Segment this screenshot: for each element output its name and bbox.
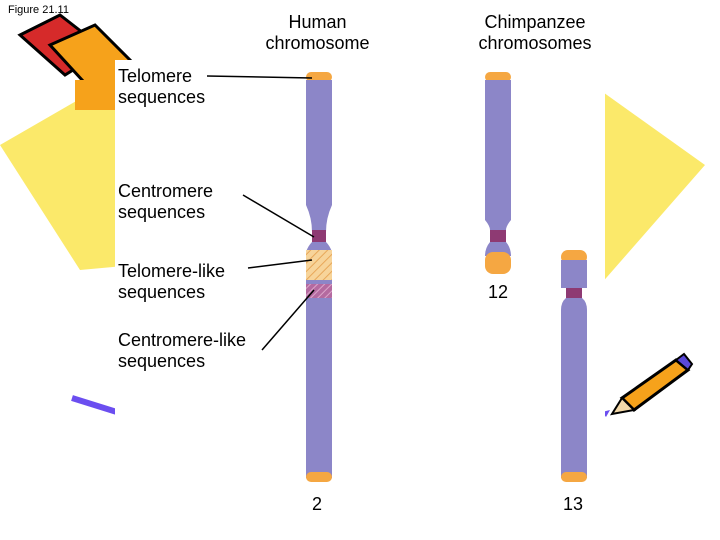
leader-telomere-like <box>247 259 313 269</box>
purple-stroke <box>71 395 121 416</box>
chimp-chromosome-12 <box>485 72 511 274</box>
centromere-band <box>566 288 582 298</box>
centromere-label: Centromere sequences <box>118 181 214 222</box>
centromere-like-region <box>306 284 332 298</box>
yellow-shape-right <box>600 90 705 285</box>
telomere-cap-top <box>306 72 332 82</box>
pencil-icon <box>609 352 694 416</box>
chromosome-arm-lower <box>306 298 332 478</box>
diagram-panel <box>115 60 605 535</box>
figure-label: Figure 21.11 <box>8 4 69 16</box>
telomere-cap-top <box>485 72 511 82</box>
human-chromosome-2 <box>306 72 332 482</box>
chromosome-number-12: 12 <box>488 282 509 302</box>
telomere-like-region <box>306 250 332 280</box>
chimp-chromosome-13 <box>561 250 587 482</box>
leader-centromere <box>242 194 315 238</box>
leader-lines <box>206 75 315 351</box>
telomere-cap-bottom <box>561 472 587 482</box>
telomere-like-label: Telomere-like sequences <box>118 261 226 302</box>
telomere-cap-bottom <box>306 472 332 482</box>
leader-telomere <box>206 75 313 79</box>
chromosome-arm-upper <box>306 80 332 232</box>
human-chromosome-header: Human chromosome <box>265 12 370 53</box>
telomere-label: Telomere sequences <box>118 66 206 107</box>
chimp-chromosomes-header: Chimpanzee chromosomes <box>478 12 592 53</box>
leader-centromere-like <box>261 289 315 351</box>
centromere-band <box>490 230 506 242</box>
centromere-band <box>312 230 326 242</box>
chromosome-number-13: 13 <box>563 494 584 514</box>
telomere-cap-bottom <box>485 252 511 274</box>
chromosome-number-2: 2 <box>312 494 323 514</box>
centromere-like-label: Centromere-like sequences <box>118 330 247 371</box>
